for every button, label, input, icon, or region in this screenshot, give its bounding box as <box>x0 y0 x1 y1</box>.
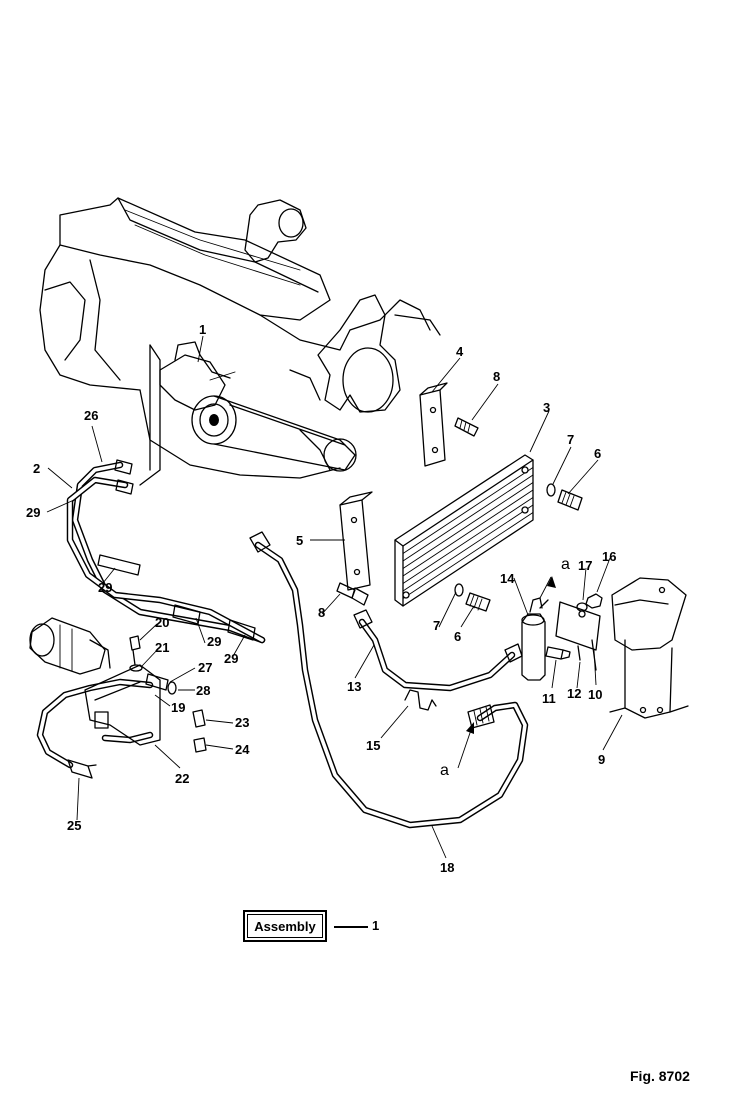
assembly-label: Assembly <box>247 914 323 938</box>
assembly-legend-box: Assembly <box>243 910 327 942</box>
clamp-15 <box>404 689 437 711</box>
condenser <box>394 454 534 607</box>
hose-13 <box>358 618 516 692</box>
bracket-10 <box>555 601 601 671</box>
condenser-fin <box>402 482 534 569</box>
washer-12 <box>577 645 581 661</box>
fitting-19 <box>94 711 109 729</box>
callout-9: 9 <box>598 752 605 767</box>
fitting-18-top <box>249 531 271 553</box>
callout-25: 25 <box>67 818 81 833</box>
clamp-29-a <box>97 554 141 576</box>
callout-18: 18 <box>440 860 454 875</box>
washer-21 <box>129 664 143 672</box>
bracket-4 <box>419 382 448 467</box>
hose-2 <box>71 461 266 644</box>
callout-29-c: 29 <box>207 634 221 649</box>
callout-27: 27 <box>198 660 212 675</box>
callout-29-a: 29 <box>26 505 40 520</box>
fitting-26-a <box>114 459 133 475</box>
callout-4: 4 <box>456 344 464 359</box>
engine-outline <box>39 197 441 486</box>
cover-9 <box>609 577 689 719</box>
fitting-13-top <box>353 609 373 629</box>
callout-11: 11 <box>542 691 556 706</box>
callout-19: 19 <box>171 700 185 715</box>
fitting-18-end <box>467 704 495 729</box>
union-27 <box>145 673 169 691</box>
washer-7-lower <box>454 583 464 597</box>
callout-2: 2 <box>33 461 40 476</box>
hose-18 <box>254 541 529 829</box>
callout-15: 15 <box>366 738 380 753</box>
callout-8-lower: 8 <box>318 605 325 620</box>
assembly-part-number: 1 <box>372 918 380 933</box>
nut-16 <box>585 593 603 609</box>
callout-6-lower: 6 <box>454 629 461 644</box>
callout-17: 17 <box>578 558 592 573</box>
callout-23: 23 <box>235 715 249 730</box>
callout-5: 5 <box>296 533 303 548</box>
fitting-13-end <box>504 643 523 663</box>
motor-unit <box>29 617 111 675</box>
callout-29-b: 29 <box>98 580 112 595</box>
oring-28 <box>167 681 177 695</box>
bolt-11 <box>545 646 571 660</box>
callout-26: 26 <box>84 408 98 423</box>
callout-1: 1 <box>199 322 206 337</box>
condenser-fin <box>402 497 534 584</box>
fitting-25 <box>67 759 97 779</box>
callout-16: 16 <box>602 549 616 564</box>
bolt-8-lower <box>336 582 369 606</box>
condenser-fin <box>402 512 534 599</box>
callout-labels: 1 2 3 4 5 6 6 7 7 8 8 9 10 11 12 13 14 1… <box>26 322 616 875</box>
callout-7-upper: 7 <box>567 432 574 447</box>
fitting-26-b <box>115 479 134 495</box>
condenser-fin <box>402 474 534 562</box>
callout-13: 13 <box>347 679 361 694</box>
bolt-6-upper <box>557 489 583 511</box>
callout-14: 14 <box>500 571 515 586</box>
figure-label: Fig. 8702 <box>630 1068 690 1084</box>
callout-10: 10 <box>588 687 602 702</box>
callout-20: 20 <box>155 615 169 630</box>
plug-23 <box>192 709 206 728</box>
marker-arrows <box>466 576 556 734</box>
marker-a-upper: a <box>561 556 570 573</box>
callout-21: 21 <box>155 640 169 655</box>
cap-24 <box>193 737 207 753</box>
callout-7-lower: 7 <box>433 618 440 633</box>
marker-a-lower: a <box>440 762 449 779</box>
washer-7-upper <box>546 483 556 497</box>
bolt-8-upper <box>454 417 479 437</box>
callout-28: 28 <box>196 683 210 698</box>
condenser-fin <box>402 504 534 592</box>
hose-26 <box>66 476 266 644</box>
receiver-drier <box>521 597 549 681</box>
leader-lines <box>46 335 623 859</box>
callout-22: 22 <box>175 771 189 786</box>
assembly-dash <box>334 926 368 928</box>
washer-17 <box>576 602 588 612</box>
bolt-20 <box>129 635 141 666</box>
hose-22 <box>36 678 154 769</box>
callout-6-upper: 6 <box>594 446 601 461</box>
condenser-fin <box>402 489 534 577</box>
callout-29-d: 29 <box>224 651 238 666</box>
clamp-29-c <box>227 619 256 641</box>
callout-8-upper: 8 <box>493 369 500 384</box>
callout-24: 24 <box>235 742 250 757</box>
callout-3: 3 <box>543 400 550 415</box>
bracket-5 <box>339 491 373 591</box>
callout-12: 12 <box>567 686 581 701</box>
condenser-fin <box>402 467 534 554</box>
bracket-22 <box>84 664 161 746</box>
bolt-6-lower <box>465 592 491 612</box>
